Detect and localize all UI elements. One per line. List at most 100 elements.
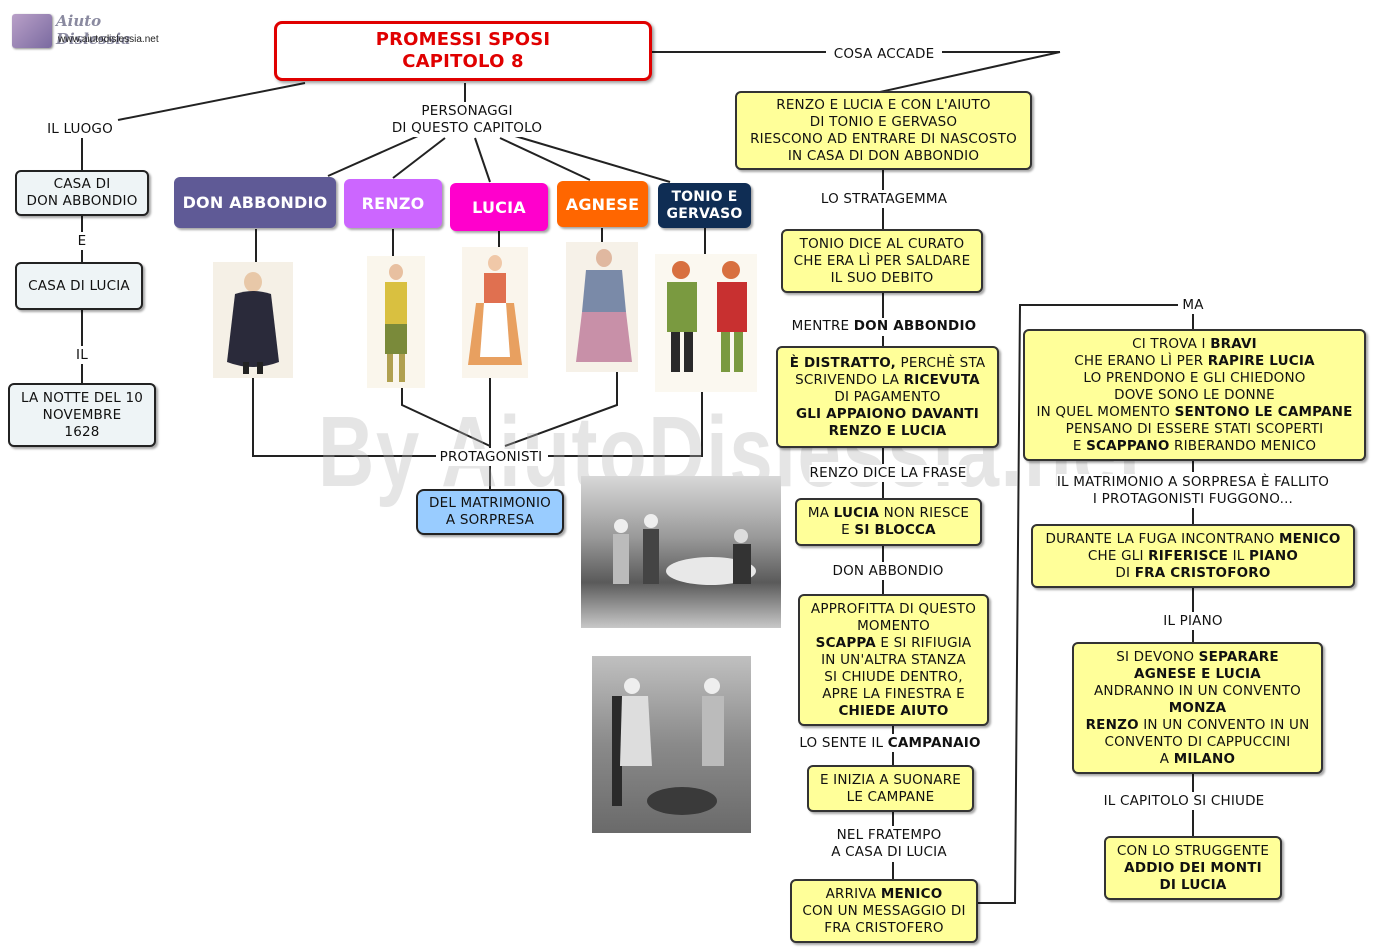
book-icon: [12, 14, 52, 48]
engraving-dinner-scene: [581, 476, 781, 628]
bravi-box: CI TROVA I BRAVI CHE ERANO LÌ PER RAPIRE…: [1023, 329, 1366, 461]
ma-label: MA: [1182, 297, 1204, 314]
fratempo-line-1: NEL FRATEMPO: [836, 827, 942, 843]
stratagemma-label: LO STRATAGEMMA: [820, 191, 948, 208]
fallito-line-2: I PROTAGONISTI FUGGONO...: [1092, 491, 1294, 507]
notte-line-1: LA NOTTE DEL 10: [20, 389, 144, 406]
distratto-bold: È DISTRATTO,: [789, 354, 897, 371]
casa-lucia-text: CASA DI LUCIA: [28, 277, 130, 294]
debito-line-3: IL SUO DEBITO: [830, 269, 934, 286]
matrimonio-line-2: A SORPRESA: [445, 512, 535, 528]
cosa-accade-label: COSA ACCADE: [833, 46, 935, 63]
riberando-text: RIBERANDO MENICO: [1169, 437, 1317, 454]
separare-bold: SEPARARE: [1198, 648, 1279, 665]
debito-line-1: TONIO DICE AL CURATO: [799, 235, 965, 252]
erano-li-text: CHE ERANO LÌ PER: [1074, 352, 1208, 369]
page-title: PROMESSI SPOSI CAPITOLO 8: [274, 21, 652, 81]
a-text: A: [1159, 750, 1174, 767]
gervaso-label: GERVASO: [666, 205, 743, 222]
fratempo-label: NEL FRATEMPO A CASA DI LUCIA: [831, 827, 947, 861]
monza-bold: MONZA: [1168, 699, 1227, 716]
lucia-blocca-box: MA LUCIA NON RIESCE E SI BLOCCA: [795, 498, 982, 546]
donne-text: DOVE SONO LE DONNE: [1114, 386, 1275, 403]
entrano-line-4: IN CASA DI DON ABBONDIO: [787, 147, 980, 164]
convento-text: IN UN CONVENTO IN UN: [1138, 716, 1310, 733]
che-gli-text: CHE GLI: [1087, 547, 1149, 564]
piano-label: IL PIANO: [1163, 613, 1223, 630]
matrimonio-line-1: DEL MATRIMONIO: [429, 495, 551, 511]
lucia-node: LUCIA: [450, 183, 548, 231]
riferisce-bold: RIFERISCE: [1148, 547, 1229, 564]
fuga-text: DURANTE LA FUGA INCONTRANO: [1045, 530, 1279, 547]
mentre-bold: DON ABBONDIO: [853, 318, 977, 334]
lo-sente-pre: LO SENTE IL: [799, 735, 888, 751]
ma-text: MA: [807, 505, 834, 521]
chiude-text: SI CHIUDE DENTRO,: [824, 668, 963, 685]
logo-url: www.aiutodislessia.net: [58, 34, 159, 45]
fratempo-line-2: A CASA DI LUCIA: [831, 844, 947, 860]
andranno-text: ANDRANNO IN UN CONVENTO: [1093, 682, 1302, 699]
entrano-line-3: RIESCONO AD ENTRARE DI NASCOSTO: [750, 130, 1017, 147]
sentono-bold: SENTONO LE CAMPANE: [1174, 403, 1353, 420]
menico-bold: MENICO: [880, 885, 943, 902]
agnese-node: AGNESE: [557, 181, 648, 227]
fuga-box: DURANTE LA FUGA INCONTRANO MENICO CHE GL…: [1031, 524, 1355, 588]
lucia-bold: LUCIA: [833, 505, 880, 521]
matrimonio-box: DEL MATRIMONIO A SORPRESA: [416, 489, 564, 535]
luogo-label: IL LUOGO: [47, 121, 113, 138]
entrano-line-2: DI TONIO E GERVASO: [809, 113, 958, 130]
il-label: IL: [76, 347, 88, 364]
tonio-gervaso-node: TONIO E GERVASO: [658, 183, 751, 228]
protagonisti-label: PROTAGONISTI: [439, 449, 543, 466]
scappa-bold: SCAPPA: [815, 634, 876, 651]
notte-box: LA NOTTE DEL 10 NOVEMBRE 1628: [8, 383, 156, 447]
renzo-dice-label: RENZO DICE LA FRASE: [809, 465, 967, 482]
momento-text: MOMENTO: [857, 617, 930, 634]
notte-line-2: NOVEMBRE: [42, 406, 122, 423]
milano-bold: MILANO: [1173, 750, 1236, 767]
lucia-label: LUCIA: [472, 197, 526, 217]
piano-bold: PIANO: [1248, 547, 1299, 564]
scoperti-text: PENSANO DI ESSERE STATI SCOPERTI: [1065, 420, 1324, 437]
title-line-2: CAPITOLO 8: [402, 51, 524, 72]
casa-don-line-1: CASA DI: [53, 176, 111, 192]
separare-box: SI DEVONO SEPARARE AGNESE E LUCIA ANDRAN…: [1072, 642, 1323, 774]
mentre-label: MENTRE DON ABBONDIO: [791, 318, 977, 335]
campanaio-bold: CAMPANAIO: [887, 735, 981, 751]
logo-name: Aiuto Dislessia: [56, 12, 131, 48]
di-text: DI: [1115, 564, 1135, 581]
menico-bold-r: MENICO: [1278, 530, 1341, 547]
campane-text: LE CAMPANE: [846, 788, 935, 805]
don-abbondio-label-mid: DON ABBONDIO: [832, 563, 944, 580]
engraving-escape-scene: [592, 656, 751, 833]
renzo-node: RENZO: [344, 179, 442, 228]
agnese-label: AGNESE: [565, 194, 640, 214]
il-text: IL: [1228, 547, 1249, 564]
si-blocca-bold: SI BLOCCA: [854, 522, 936, 538]
cappuccini-text: CONVENTO DI CAPPUCCINI: [1104, 733, 1291, 750]
renzo-label: RENZO: [361, 194, 425, 213]
bravi-bold: BRAVI: [1210, 335, 1257, 352]
finestra-text: APRE LA FINESTRA E: [822, 685, 965, 702]
si-chiude-label: IL CAPITOLO SI CHIUDE: [1103, 793, 1265, 810]
casa-lucia-box: CASA DI LUCIA: [15, 262, 143, 310]
scappa-box: APPROFITTA DI QUESTO MOMENTO SCAPPA E SI…: [798, 594, 989, 726]
cristofero-text: FRA CRISTOFERO: [824, 919, 944, 936]
agnese-illustration: [566, 242, 638, 372]
non-riesce-text: NON RIESCE: [879, 505, 970, 521]
renzo-bold-r: RENZO: [1085, 716, 1139, 733]
distratto-box: È DISTRATTO, PERCHÈ STA SCRIVENDO LA RIC…: [776, 346, 999, 448]
lo-sente-label: LO SENTE IL CAMPANAIO: [799, 735, 981, 752]
campane-box: E INIZIA A SUONARE LE CAMPANE: [807, 765, 974, 812]
fallito-line-1: IL MATRIMONIO A SORPRESA È FALLITO: [1056, 474, 1330, 490]
tonio-label: TONIO E: [671, 188, 738, 205]
entrano-box: RENZO E LUCIA E CON L'AIUTO DI TONIO E G…: [735, 91, 1032, 170]
si-devono-text: SI DEVONO: [1116, 648, 1199, 665]
momento-text-r: IN QUEL MOMENTO: [1036, 403, 1175, 420]
approfitta-text: APPROFITTA DI QUESTO: [810, 600, 977, 617]
tonio-debito-box: TONIO DICE AL CURATO CHE ERA LÌ PER SALD…: [781, 229, 983, 293]
rifiugia-text: E SI RIFIUGIA: [875, 634, 972, 651]
aiuto-bold: CHIEDE AIUTO: [838, 702, 949, 719]
debito-line-2: CHE ERA LÌ PER SALDARE: [793, 252, 971, 269]
